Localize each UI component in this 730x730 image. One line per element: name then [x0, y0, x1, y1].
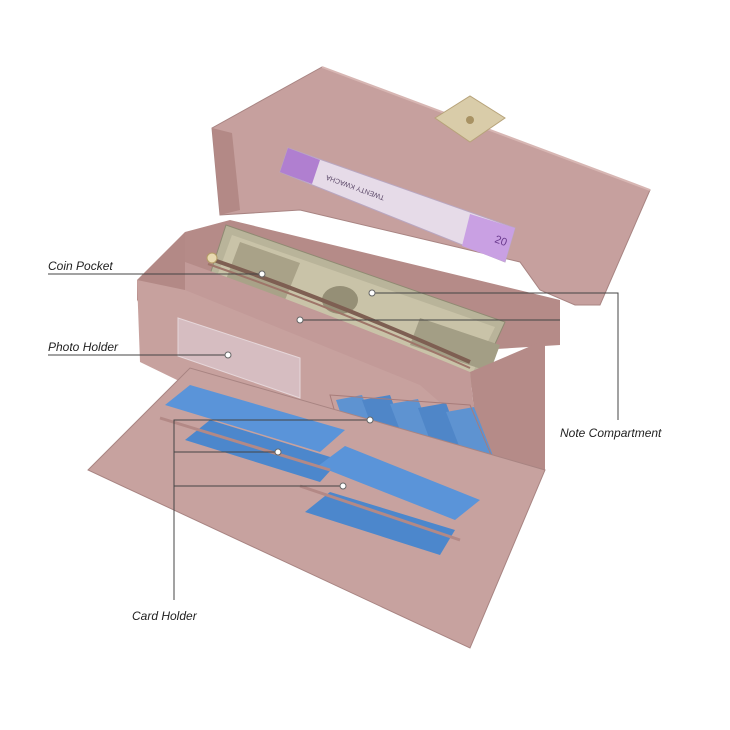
callout-lines	[48, 273, 619, 600]
flap-inner-shadow	[212, 128, 240, 215]
note-compartment-dot	[368, 289, 376, 297]
bottom-card-slots	[159, 385, 480, 555]
coin-pocket-zipper	[207, 256, 471, 364]
coin-pocket-dot	[258, 270, 266, 278]
banknote-denomination: 20	[493, 234, 509, 249]
note-compartment-leader-1	[372, 292, 619, 420]
cash-stack	[204, 224, 506, 389]
zipper-pull	[206, 252, 218, 264]
photo-holder-dot	[224, 351, 232, 359]
gold-clasp	[434, 95, 506, 143]
photo-window	[177, 317, 301, 399]
coin-pocket-label: Coin Pocket	[48, 259, 113, 273]
note-compartment-dot-2	[296, 316, 304, 324]
card-holder-dot-2	[274, 448, 282, 456]
card-holder-dot-3	[339, 482, 347, 490]
photo-holder-label: Photo Holder	[48, 340, 119, 354]
callout-dots	[224, 270, 376, 490]
card-holder-leader	[173, 419, 370, 600]
card-holder-dot	[366, 416, 374, 424]
card-holder-label: Card Holder	[132, 609, 197, 623]
note-compartment-label: Note Compartment	[560, 426, 662, 440]
